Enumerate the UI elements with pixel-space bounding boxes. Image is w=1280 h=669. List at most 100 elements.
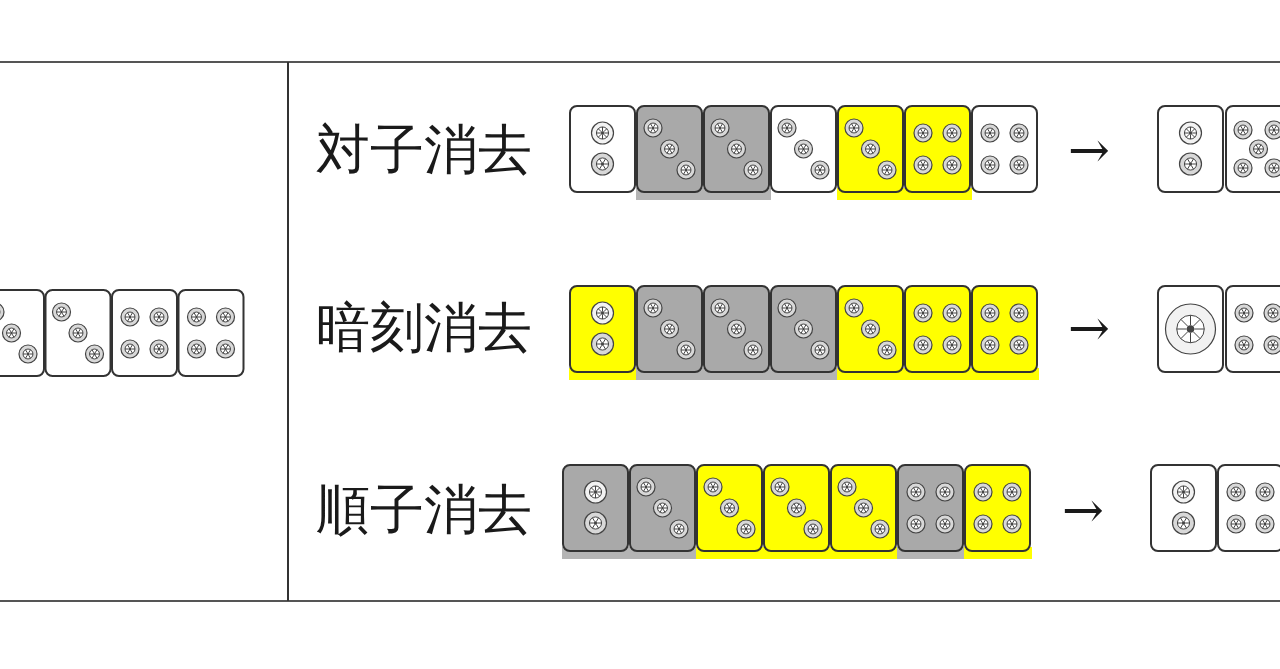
pin-dot (728, 140, 746, 158)
mahjong-tile (697, 465, 762, 551)
arrow-sign: → (1068, 123, 1110, 178)
pin-dot (744, 161, 762, 179)
pin-dot (744, 341, 762, 359)
pin-dot (677, 341, 695, 359)
pin-dot (704, 478, 722, 496)
pin-dot (1234, 159, 1252, 177)
pin-dot (878, 161, 896, 179)
mahjong-tile (637, 286, 702, 372)
mahjong-tile (46, 290, 111, 376)
pin-dot (217, 308, 235, 326)
tile-group (0, 106, 1280, 559)
pin-dot (585, 481, 607, 503)
pin-dot (592, 122, 614, 144)
mahjong-tile (898, 465, 963, 551)
mahjong-tile (831, 465, 896, 551)
pin-dot (711, 119, 729, 137)
pin-dot (914, 124, 932, 142)
pin-dot (644, 299, 662, 317)
pin-dot (981, 156, 999, 174)
pin-dot (845, 119, 863, 137)
pin-dot (53, 303, 71, 321)
pin-dot (585, 512, 607, 534)
pin-dot (3, 324, 21, 342)
pin-dot (1010, 156, 1028, 174)
pin-dot (737, 520, 755, 538)
pin-dot (838, 478, 856, 496)
mahjong-tile (838, 106, 903, 192)
pin-dot (1180, 153, 1202, 175)
pin-dot (788, 499, 806, 517)
pin-dot (981, 304, 999, 322)
pin-dot (804, 520, 822, 538)
pin-dot (862, 140, 880, 158)
mahjong-tile (630, 465, 695, 551)
pin-dot (1227, 483, 1245, 501)
pin-dot (1173, 512, 1195, 534)
pin-dot (907, 515, 925, 533)
pin-dot (778, 119, 796, 137)
pin-dot (943, 124, 961, 142)
pin-dot (1010, 304, 1028, 322)
pin-dot (845, 299, 863, 317)
pin-dot (1003, 515, 1021, 533)
pin-dot (654, 499, 672, 517)
pin-dot (778, 299, 796, 317)
pin-dot (728, 320, 746, 338)
pin-dot (862, 320, 880, 338)
pin-dot (1003, 483, 1021, 501)
pin-dot (811, 341, 829, 359)
mahjong-tile (570, 106, 635, 192)
pin-dot (795, 320, 813, 338)
pin-dot (592, 302, 614, 324)
pin-dot (914, 336, 932, 354)
pin-dot (1264, 304, 1280, 322)
pin-dot (150, 308, 168, 326)
pin-dot (1234, 121, 1252, 139)
mahjong-tile (1158, 106, 1223, 192)
mahjong-tile (112, 290, 177, 376)
pin-dot (943, 336, 961, 354)
mahjong-tile (764, 465, 829, 551)
pin-dot (0, 303, 4, 321)
pin-dot (974, 515, 992, 533)
mahjong-tile (771, 286, 836, 372)
mahjong-tile (704, 106, 769, 192)
pin-dot (1010, 336, 1028, 354)
pin-dot (981, 336, 999, 354)
pin-dot (121, 308, 139, 326)
mahjong-tile (1226, 106, 1280, 192)
row-heading: 対子消去 (316, 120, 532, 179)
pin-dot (943, 304, 961, 322)
pin-dot (1235, 304, 1253, 322)
table-rule (0, 600, 1280, 602)
pin-dot (878, 341, 896, 359)
pin-dot (936, 483, 954, 501)
pin-dot (86, 345, 104, 363)
pin-dot (771, 478, 789, 496)
pin-dot (981, 124, 999, 142)
mahjong-tile (905, 286, 970, 372)
pin-dot (914, 304, 932, 322)
mahjong-tile (972, 286, 1037, 372)
pin-dot (711, 299, 729, 317)
mahjong-tile (637, 106, 702, 192)
mahjong-tile (179, 290, 244, 376)
pin-dot (670, 520, 688, 538)
pin-dot (914, 156, 932, 174)
pin-dot (943, 156, 961, 174)
mahjong-tile (965, 465, 1030, 551)
pin-dot (217, 340, 235, 358)
pin-dot (1250, 140, 1268, 158)
pin-dot (69, 324, 87, 342)
pin-dot (855, 499, 873, 517)
pin-dot (1256, 515, 1274, 533)
pin-dot (907, 483, 925, 501)
mahjong-tile (563, 465, 628, 551)
pin-dot (644, 119, 662, 137)
mahjong-tile (1226, 286, 1280, 372)
pin-dot (637, 478, 655, 496)
pin-dot (592, 333, 614, 355)
pin-dot (1265, 121, 1280, 139)
